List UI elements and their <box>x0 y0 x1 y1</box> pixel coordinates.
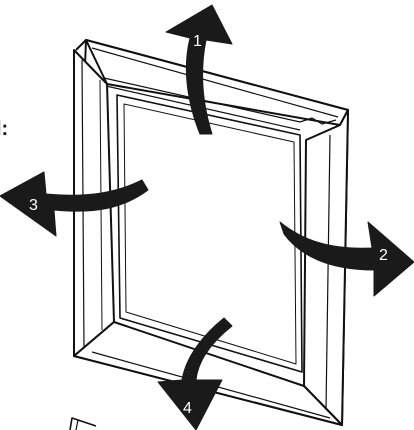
arrow-2-number: 2 <box>379 247 388 264</box>
arrow-3-number: 3 <box>29 197 38 214</box>
picture-frame <box>70 40 348 430</box>
arrow-1-number: 1 <box>193 33 202 50</box>
arrow-4-number: 4 <box>183 400 192 417</box>
partial-label: l: <box>0 118 8 140</box>
